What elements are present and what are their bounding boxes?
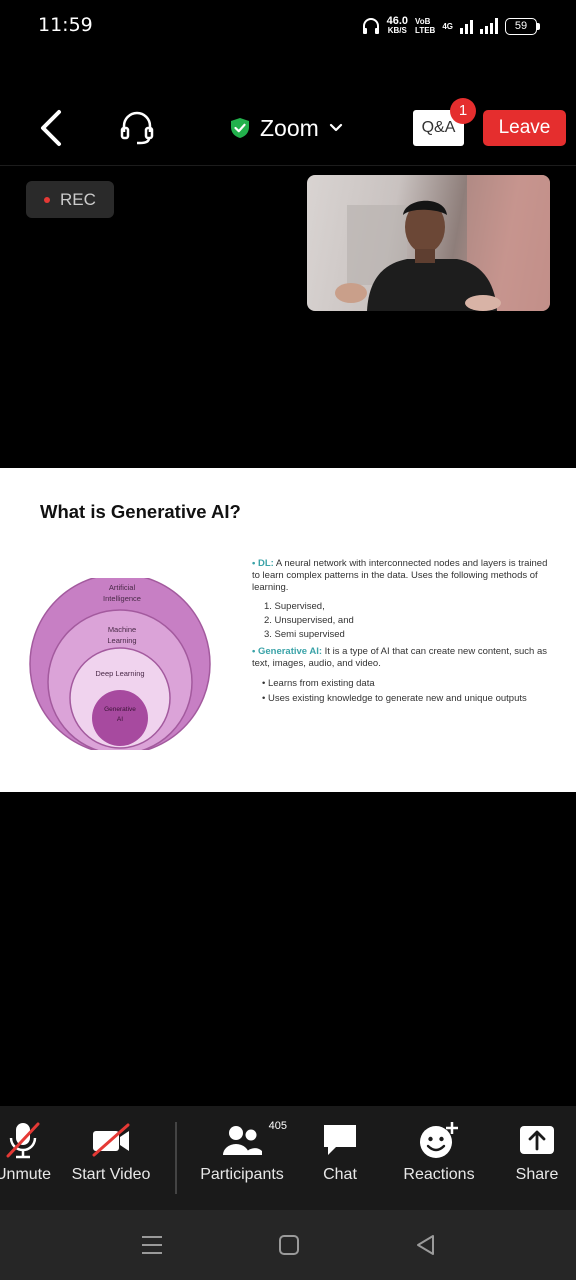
network-type: 4G: [442, 21, 453, 31]
dl-paragraph: • DL: A neural network with interconnect…: [252, 558, 548, 593]
chat-button[interactable]: Chat: [310, 1106, 370, 1210]
back-nav-icon[interactable]: [414, 1233, 436, 1257]
leave-button[interactable]: Leave: [483, 110, 566, 146]
video-off-icon: [90, 1120, 132, 1160]
system-nav-bar: [0, 1210, 576, 1280]
shared-slide: What is Generative AI? Artificial Intell…: [0, 468, 576, 792]
venn-core-genai: [92, 690, 148, 746]
reactions-label: Reactions: [403, 1166, 475, 1183]
mic-muted-icon: [5, 1120, 41, 1160]
qa-button[interactable]: Q&A: [413, 110, 464, 146]
genai-points: • Learns from existing data • Uses exist…: [252, 678, 552, 705]
home-icon[interactable]: [278, 1234, 300, 1256]
genai-term: Generative AI:: [257, 646, 323, 657]
dl-term: DL:: [257, 558, 274, 569]
unmute-label: Unmute: [0, 1166, 52, 1183]
chat-bubble-icon: [320, 1120, 360, 1160]
speaker-video-tile[interactable]: [307, 175, 550, 311]
share-button[interactable]: Share: [508, 1106, 566, 1210]
shield-check-icon: [231, 118, 249, 138]
unmute-button[interactable]: Unmute: [0, 1106, 68, 1210]
start-video-button[interactable]: Start Video: [62, 1106, 160, 1210]
signal-icon-2: [480, 18, 498, 34]
participants-button[interactable]: 405 Participants: [194, 1106, 290, 1210]
list-item: • Uses existing knowledge to generate ne…: [262, 693, 527, 704]
headset-icon: [120, 111, 154, 145]
genai-paragraph: • Generative AI: It is a type of AI that…: [252, 646, 547, 669]
slide-body: • DL: A neural network with interconnect…: [252, 558, 552, 705]
audio-button[interactable]: [118, 110, 156, 146]
methods-list: 1. Supervised, 2. Unsupervised, and 3. S…: [252, 600, 552, 642]
participants-label: Participants: [200, 1166, 284, 1183]
share-arrow-icon: [517, 1120, 557, 1160]
chevron-left-icon: [41, 110, 61, 146]
meeting-toolbar: Unmute Start Video 405 Participants: [0, 1106, 576, 1210]
dl-text: A neural network with interconnected nod…: [252, 558, 548, 593]
genai-text: It is a type of AI that can create new c…: [252, 646, 547, 669]
meeting-top-bar: Zoom Q&A 1 Leave: [0, 90, 576, 166]
status-icons: 46.0 KB/S VoB LTEB 4G 59: [362, 14, 540, 38]
recents-icon[interactable]: [140, 1234, 164, 1256]
headphones-icon: [362, 18, 379, 34]
start-video-label: Start Video: [71, 1166, 151, 1183]
signal-icon: [460, 18, 473, 34]
rec-dot-icon: [44, 196, 50, 203]
venn-label-ai: Artificial Intelligence: [103, 583, 141, 603]
chevron-down-icon: [329, 123, 342, 132]
status-time: 11:59: [38, 14, 93, 36]
reactions-button[interactable]: Reactions: [398, 1106, 480, 1210]
ai-venn-diagram: Artificial Intelligence Machine Learning…: [28, 573, 214, 755]
battery-icon: 59: [505, 17, 540, 35]
net-speed: 46.0 KB/S: [386, 15, 409, 36]
rec-label: REC: [60, 189, 96, 209]
meeting-title[interactable]: Zoom: [230, 112, 343, 144]
back-button[interactable]: [38, 108, 68, 148]
volte-indicator: VoB LTEB: [415, 17, 436, 35]
share-label: Share: [515, 1166, 559, 1183]
venn-circles: [29, 573, 211, 755]
slide-title: What is Generative AI?: [40, 501, 241, 522]
list-item: 2. Unsupervised, and: [264, 615, 354, 626]
participants-count: 405: [268, 1120, 287, 1132]
list-item: 3. Semi supervised: [264, 629, 345, 640]
smiley-plus-icon: [418, 1120, 460, 1160]
status-bar: 11:59 46.0 KB/S VoB LTEB 4G 59: [0, 0, 576, 52]
list-item: 1. Supervised,: [264, 601, 325, 612]
list-item: • Learns from existing data: [262, 678, 375, 689]
qa-notification-badge: 1: [450, 98, 476, 124]
venn-label-genai: Generative AI: [104, 706, 136, 723]
chat-label: Chat: [323, 1166, 357, 1183]
toolbar-divider: [175, 1122, 177, 1194]
venn-label-dl: Deep Learning: [95, 669, 145, 678]
recording-indicator: REC: [26, 181, 114, 218]
meeting-title-text: Zoom: [260, 114, 319, 141]
people-icon: 405: [221, 1120, 287, 1160]
speaker-video-image: [335, 175, 550, 311]
venn-label-ml: Machine Learning: [107, 625, 137, 645]
